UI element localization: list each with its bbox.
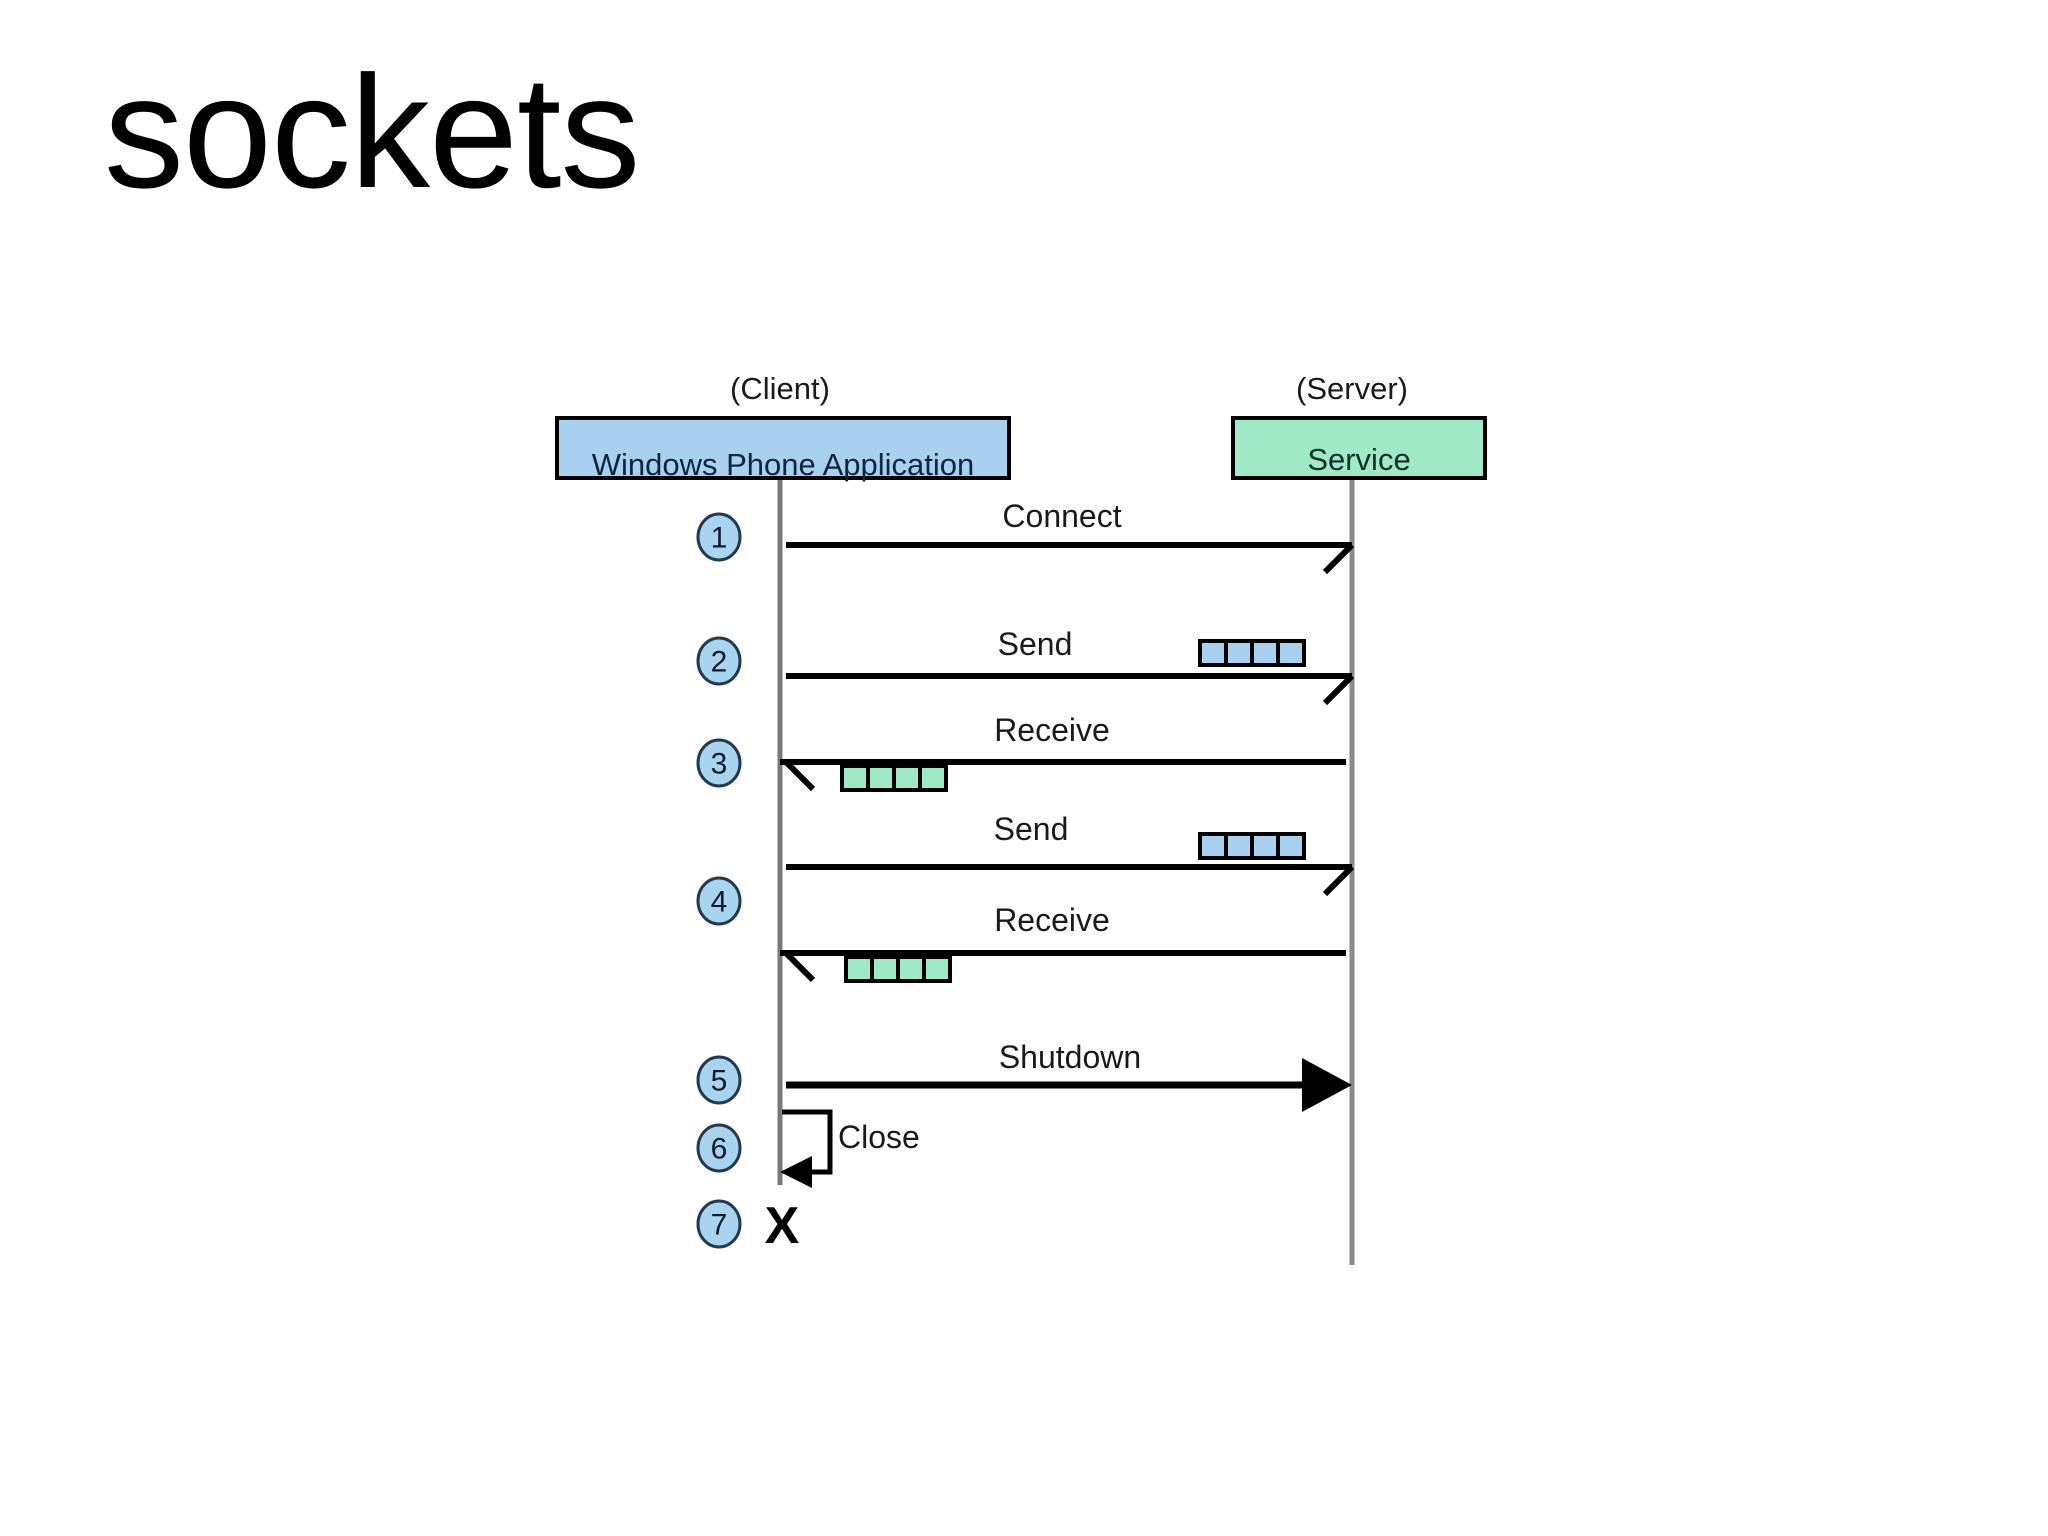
step-circle — [696, 636, 742, 686]
message-label-connect: Connect — [1002, 498, 1121, 534]
packet-green-1 — [840, 764, 948, 792]
step-circle — [696, 738, 742, 788]
step-2-group: 2 Send — [696, 626, 1355, 706]
step-circle — [696, 1055, 742, 1105]
step-number: 4 — [711, 886, 728, 919]
packet-blue-2 — [1198, 832, 1306, 860]
arrowhead-open-half — [1322, 542, 1355, 575]
step-badge-5: 5 — [696, 1055, 742, 1105]
message-label-shutdown: Shutdown — [999, 1039, 1141, 1075]
server-box-label: Service — [1307, 442, 1410, 477]
server-box — [1231, 416, 1487, 480]
step-circle — [696, 876, 742, 926]
message-label-receive-2: Receive — [994, 902, 1110, 938]
step-6-group: 6 Close — [696, 1109, 920, 1188]
message-label-receive-1: Receive — [994, 712, 1110, 748]
step-number: 7 — [711, 1209, 728, 1242]
step-1-group: 1 Connect — [696, 498, 1355, 575]
server-role-label: (Server) — [1296, 371, 1408, 406]
step-badge-3: 3 — [696, 738, 742, 788]
client-role-label: (Client) — [730, 371, 830, 406]
step-badge-2: 2 — [696, 636, 742, 686]
client-box — [555, 416, 1011, 480]
step-number: 3 — [711, 748, 728, 781]
self-message-path-close — [782, 1109, 833, 1175]
client-box-label: Windows Phone Application — [592, 447, 975, 482]
message-label-send-1: Send — [998, 626, 1073, 662]
arrowhead-open-half — [783, 950, 816, 983]
step-number: 2 — [711, 646, 728, 679]
page-title: sockets — [104, 42, 640, 221]
step-circle — [696, 512, 742, 562]
step-badge-7: 7 — [696, 1199, 742, 1249]
step-badge-4: 4 — [696, 876, 742, 926]
arrowhead-open-half — [783, 759, 816, 792]
step-badge-6: 6 — [696, 1123, 742, 1173]
step-badge-1: 1 — [696, 512, 742, 562]
arrowhead-open-half — [1322, 673, 1355, 706]
step-circle — [696, 1123, 742, 1173]
step-5-group: 5 Shutdown — [696, 1039, 1352, 1112]
message-label-send-2: Send — [994, 811, 1069, 847]
arrowhead-solid — [1302, 1058, 1352, 1112]
packet-blue-1 — [1198, 639, 1306, 667]
step-3-group: 3 Receive — [696, 712, 1346, 792]
step-4-group: 4 Send Receive — [696, 811, 1355, 983]
step-number: 5 — [711, 1065, 728, 1098]
step-number: 1 — [711, 522, 728, 555]
step-7-group: 7 X — [696, 1197, 800, 1255]
step-number: 6 — [711, 1133, 728, 1166]
arrowhead-open-half — [1322, 864, 1355, 897]
packet-green-2 — [844, 955, 952, 983]
step-circle — [696, 1199, 742, 1249]
arrowhead-solid — [780, 1156, 812, 1188]
lifeline-terminator-x: X — [765, 1197, 800, 1255]
message-label-close: Close — [838, 1119, 920, 1155]
